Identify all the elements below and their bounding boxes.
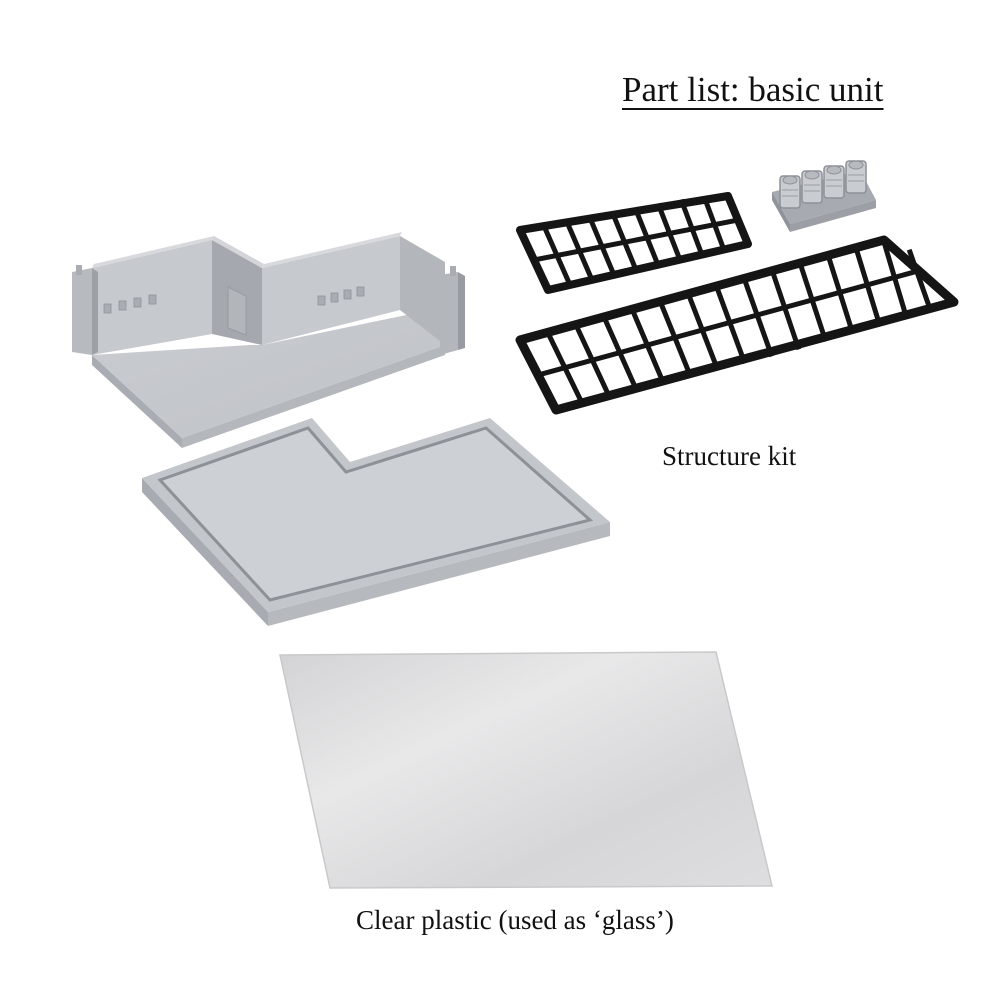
window-frame-large [515,235,959,415]
clear-plastic-label: Clear plastic (used as ‘glass’) [356,905,674,935]
building-shell [72,232,465,448]
roof-plate [142,418,610,626]
clear-plastic-sheet [279,651,773,889]
structure-kit-label: Structure kit [662,441,797,471]
spacer-blocks [772,160,876,232]
window-frame-small [516,192,752,294]
page-title: Part list: basic unit [622,70,884,109]
